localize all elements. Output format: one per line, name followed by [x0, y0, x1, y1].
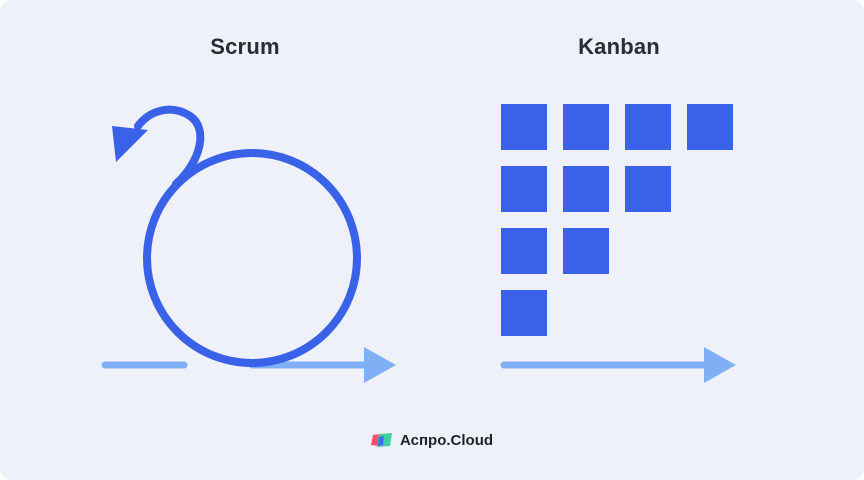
kanban-flow-arrow: [500, 347, 736, 383]
kanban-card-r1-c2: [563, 104, 609, 150]
kanban-card-r3-c1: [501, 228, 547, 274]
scrum-illustration: [101, 105, 396, 383]
kanban-card-r1-c3: [625, 104, 671, 150]
kanban-card-r4-c1: [501, 290, 547, 336]
kanban-card-r2-c1: [501, 166, 547, 212]
kanban-card-r3-c2: [563, 228, 609, 274]
scrum-loop-arrow-head-icon: [112, 126, 148, 162]
kanban-board: [501, 104, 733, 336]
kanban-arrow-head-icon: [704, 347, 736, 383]
kanban-card-r1-c4: [687, 104, 733, 150]
kanban-title: Kanban: [578, 34, 660, 59]
kanban-card-r2-c3: [625, 166, 671, 212]
scrum-arrow-head-icon: [364, 347, 396, 383]
kanban-card-r1-c1: [501, 104, 547, 150]
kanban-card-r2-c2: [563, 166, 609, 212]
scrum-loop-curve: [134, 105, 205, 188]
scrum-title: Scrum: [210, 34, 280, 59]
brand-logo: Аспро.Cloud: [370, 428, 493, 452]
brand-name: Аспро.Cloud: [400, 431, 494, 449]
aspro-cloud-logo-icon: [371, 433, 392, 447]
scrum-sprint-cycle: [143, 149, 361, 367]
